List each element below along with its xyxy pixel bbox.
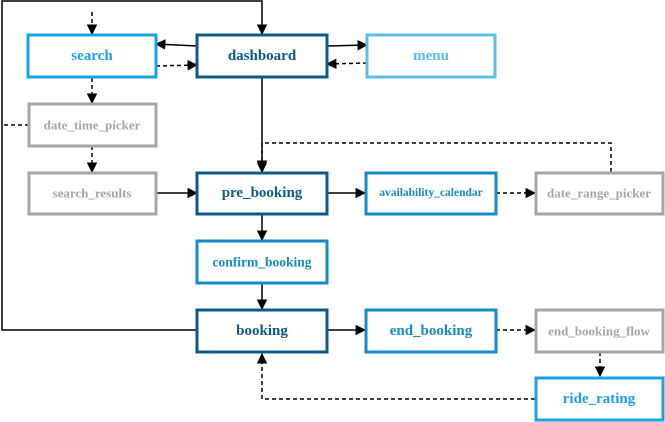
node-box: [364, 171, 498, 216]
edge-dashboard-to-menu: [326, 39, 369, 51]
node-label: search_results: [53, 186, 132, 201]
node-label: dashboard: [228, 48, 297, 64]
edge-date-range-picker-to-pre-booking: [256, 142, 612, 172]
node-search-results[interactable]: search_results: [27, 171, 158, 216]
node-box: [195, 33, 329, 79]
node-box: [534, 376, 665, 422]
node-label: menu: [413, 48, 449, 64]
node-label: pre_booking: [222, 185, 303, 201]
edge-booking-to-dashboard: [1, 0, 268, 331]
node-box: [195, 239, 329, 285]
node-box: [26, 33, 158, 79]
node-box: [365, 33, 497, 79]
edge-ride-rating-to-booking: [256, 352, 535, 400]
node-date-time-picker[interactable]: date_time_picker: [27, 102, 158, 148]
edge-search-to-dashboard: [155, 59, 199, 71]
node-box: [195, 171, 329, 216]
node-label: booking: [236, 323, 288, 339]
node-dashboard[interactable]: dashboard: [195, 33, 329, 79]
node-search[interactable]: search: [26, 33, 158, 79]
nodes-layer: search dashboard menu date_time_picker s…: [26, 33, 665, 422]
node-label: date_time_picker: [44, 118, 141, 133]
edge-menu-to-dashboard: [325, 58, 368, 70]
node-end-booking[interactable]: end_booking: [364, 308, 498, 354]
node-box: [27, 171, 158, 216]
node-label: confirm_booking: [212, 255, 311, 270]
node-label: end_booking_flow: [548, 324, 650, 339]
node-box: [534, 308, 665, 354]
node-menu[interactable]: menu: [365, 33, 497, 79]
node-label: date_range_picker: [547, 186, 651, 201]
node-box: [534, 171, 665, 216]
node-availability-calendar[interactable]: availability_calendar: [364, 171, 498, 216]
node-label: search: [71, 48, 113, 64]
edges-layer: [1, 0, 612, 400]
node-label: end_booking: [390, 323, 473, 339]
node-label: ride_rating: [563, 391, 636, 407]
node-date-range-picker[interactable]: date_range_picker: [534, 171, 665, 216]
node-box: [27, 102, 158, 148]
node-booking[interactable]: booking: [195, 308, 329, 354]
node-pre-booking[interactable]: pre_booking: [195, 171, 329, 216]
node-ride-rating[interactable]: ride_rating: [534, 376, 665, 422]
node-end-booking-flow[interactable]: end_booking_flow: [534, 308, 665, 354]
node-confirm-booking[interactable]: confirm_booking: [195, 239, 329, 285]
node-label: availability_calendar: [379, 187, 483, 199]
edge-date-time-picker-to-search: [2, 12, 92, 126]
edge-dashboard-to-search: [154, 39, 198, 50]
node-box: [364, 308, 498, 354]
node-box: [195, 308, 329, 354]
